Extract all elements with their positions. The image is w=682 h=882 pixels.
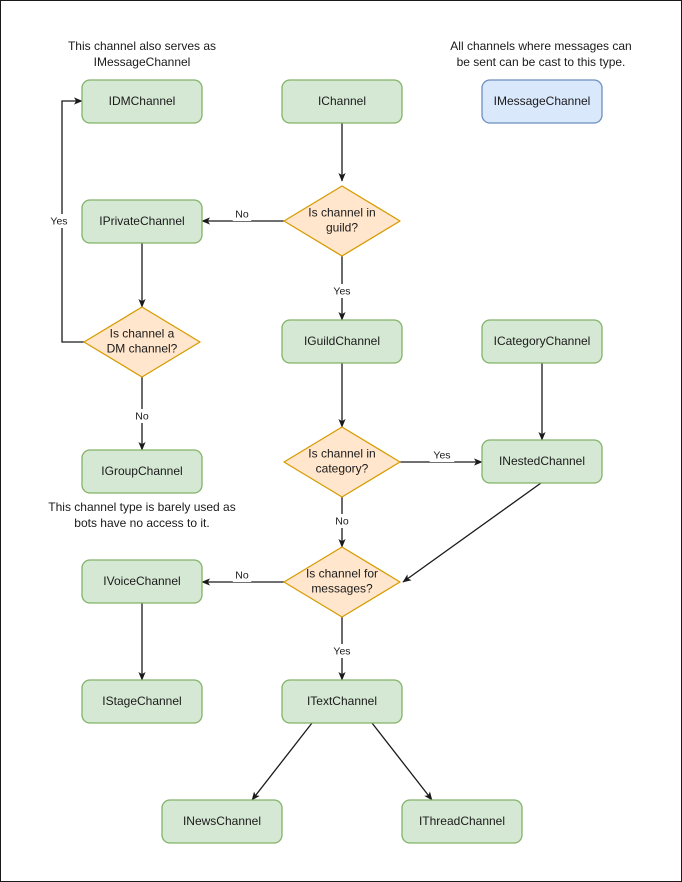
note-line: This channel type is barely used as: [48, 500, 235, 514]
node-shape: [81, 199, 203, 244]
note-line: bots have no access to it.: [74, 516, 209, 530]
edge-label-edge-dm-yes-to-idmchannel: Yes: [46, 214, 72, 228]
node-label: IVoiceChannel: [103, 574, 180, 588]
note-note-group-channel: This channel type is barely used as bots …: [48, 500, 235, 530]
node-shape: [161, 799, 283, 844]
note-note-message-cast: All channels where messages can be sent c…: [450, 39, 631, 69]
edge-label-edge-messages-yes-to-text: Yes: [329, 644, 355, 658]
node-shape: [401, 799, 523, 844]
edge-label-edge-dm-no-to-group: No: [132, 409, 152, 423]
node-iguildchannel[interactable]: IGuildChannel: [281, 319, 403, 364]
edge-label-edge-guild-no-to-private: No: [232, 207, 252, 221]
node-icategorychannel[interactable]: ICategoryChannel: [481, 319, 603, 364]
decision-label-line: messages?: [311, 582, 373, 596]
node-igroupchannel[interactable]: IGroupChannel: [81, 449, 203, 494]
decision-shape: [283, 546, 401, 618]
node-shape: [281, 79, 403, 124]
node-iprivatechannel[interactable]: IPrivateChannel: [81, 199, 203, 244]
edge-label-text: No: [235, 208, 249, 220]
edge-itextchannel-to-inewschannel: [251, 722, 313, 801]
node-inestedchannel[interactable]: INestedChannel: [481, 439, 603, 484]
decision-label-line: guild?: [326, 221, 358, 235]
edge-label-bg: [232, 568, 252, 582]
edge-label-text: Yes: [333, 645, 350, 657]
decision-label-line: Is channel in: [308, 447, 375, 461]
edge-label-edge-category-yes-to-nested: Yes: [429, 448, 455, 462]
edge-label-bg: [132, 409, 152, 423]
edge-label-bg: [46, 214, 72, 228]
edge-label-bg: [329, 284, 355, 298]
edge-label-text: Yes: [333, 285, 350, 297]
node-label: IGuildChannel: [304, 334, 380, 348]
edge-label-text: No: [235, 569, 249, 581]
node-ivoicechannel[interactable]: IVoiceChannel: [81, 559, 203, 604]
node-label: IGroupChannel: [101, 464, 182, 478]
node-shape: [481, 79, 603, 124]
edge-label-edge-messages-no-to-voice: No: [232, 568, 252, 582]
node-shape: [81, 449, 203, 494]
decision-label-line: Is channel for: [306, 567, 378, 581]
decision-label-line: Is channel in: [308, 206, 375, 220]
edge-label-text: No: [135, 410, 149, 422]
node-shape: [481, 439, 603, 484]
decision-shape: [83, 306, 201, 378]
node-shape: [81, 679, 203, 724]
note-note-dm-message: This channel also serves as IMessageChann…: [68, 39, 216, 69]
edge-itextchannel-to-ithreadchannel: [371, 722, 433, 801]
node-label: IDMChannel: [109, 94, 176, 108]
node-shape: [81, 79, 203, 124]
node-label: IThreadChannel: [419, 814, 505, 828]
edge-label-edge-guild-yes-to-guildchannel: Yes: [329, 284, 355, 298]
decision-is-dm-channel[interactable]: Is channel aDM channel?: [83, 306, 201, 378]
node-label: IStageChannel: [102, 694, 181, 708]
node-istagechannel[interactable]: IStageChannel: [81, 679, 203, 724]
node-label: INestedChannel: [499, 454, 585, 468]
node-ichannel[interactable]: IChannel: [281, 79, 403, 124]
note-line: be sent can be cast to this type.: [457, 55, 626, 69]
edge-label-bg: [429, 448, 455, 462]
node-label: INewsChannel: [183, 814, 261, 828]
node-shape: [281, 679, 403, 724]
node-shape: [81, 559, 203, 604]
decision-shape: [283, 426, 401, 498]
notes-layer: This channel also serves as IMessageChann…: [48, 39, 631, 530]
node-imessagechannel[interactable]: IMessageChannel: [481, 79, 603, 124]
node-inewschannel[interactable]: INewsChannel: [161, 799, 283, 844]
node-label: ICategoryChannel: [494, 334, 591, 348]
edge-label-bg: [332, 514, 352, 528]
node-ithreadchannel[interactable]: IThreadChannel: [401, 799, 523, 844]
node-itextchannel[interactable]: ITextChannel: [281, 679, 403, 724]
edge-label-bg: [329, 644, 355, 658]
edge-label-bg: [232, 207, 252, 221]
node-shape: [281, 319, 403, 364]
node-label: IChannel: [318, 94, 366, 108]
note-line: This channel also serves as: [68, 39, 216, 53]
decision-label-line: DM channel?: [107, 342, 178, 356]
edge-label-text: Yes: [433, 449, 450, 461]
decision-shape: [283, 185, 401, 257]
nodes-layer: IDMChannel IChannel IMessageChannelIPrivat…: [81, 79, 603, 844]
note-line: All channels where messages can: [450, 39, 631, 53]
node-shape: [481, 319, 603, 364]
node-label: IPrivateChannel: [99, 214, 184, 228]
edge-label-text: No: [335, 515, 349, 527]
note-line: IMessageChannel: [94, 55, 191, 69]
edge-inestedchannel-to-is-for-messages: [402, 482, 542, 583]
decision-label-line: Is channel a: [110, 327, 175, 341]
node-label: IMessageChannel: [494, 94, 591, 108]
node-label: ITextChannel: [307, 694, 377, 708]
node-idmchannel[interactable]: IDMChannel: [81, 79, 203, 124]
edge-label-edge-category-no-to-messages: No: [332, 514, 352, 528]
edge-label-text: Yes: [50, 215, 67, 227]
decision-label-line: category?: [316, 462, 369, 476]
